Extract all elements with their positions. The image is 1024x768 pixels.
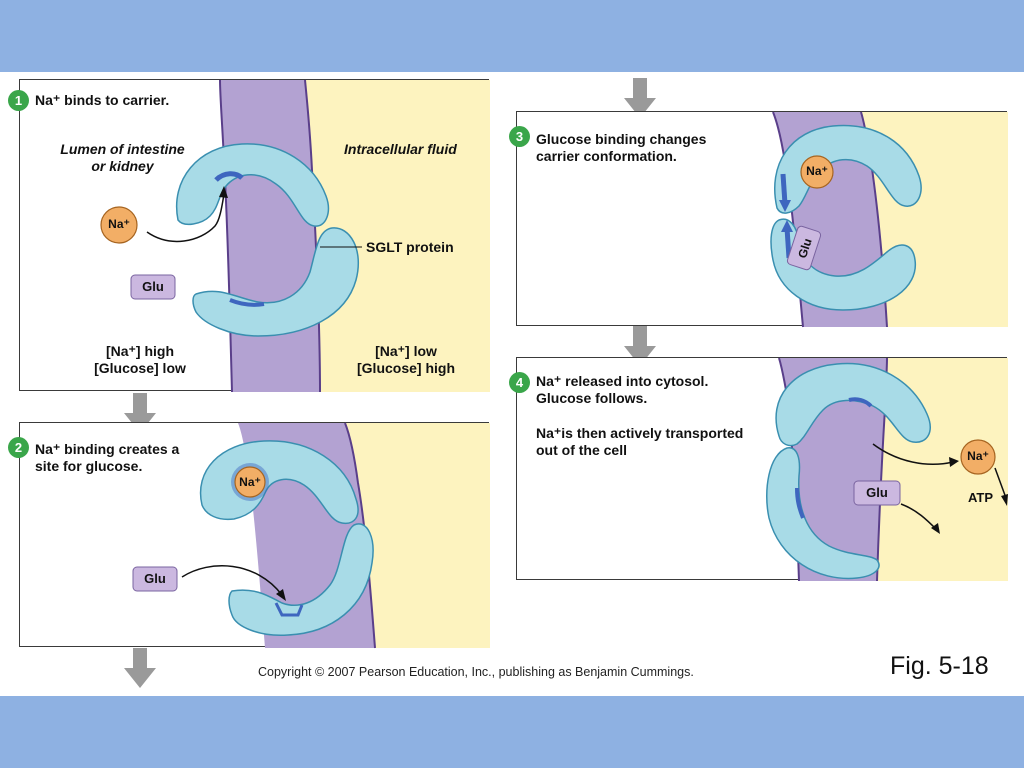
- panel4-caption: Na⁺ released into cytosol. Glucose follo…: [536, 373, 709, 406]
- glucose-label: Glu: [866, 485, 888, 500]
- panel3-caption: Glucose binding changes carrier conforma…: [536, 131, 707, 164]
- glucose-label: Glu: [142, 279, 164, 294]
- atp-label: ATP: [968, 490, 994, 505]
- flow-arrow-2-to-3: [124, 648, 156, 688]
- flow-arrow-top-right: [624, 78, 656, 118]
- figure-number: Fig. 5-18: [890, 652, 989, 680]
- panel-step-1: 1 Na⁺ binds to carrier. Lumen of intesti…: [8, 79, 490, 393]
- panel-step-4: 4 Na⁺ released into cytosol. Glucose fol…: [509, 357, 1008, 582]
- sglt-protein-label: SGLT protein: [366, 239, 454, 255]
- na-ion-label: Na⁺: [108, 217, 130, 231]
- glucose-label: Glu: [144, 571, 166, 586]
- panel4-transport-note: Na⁺is then actively transported out of t…: [536, 425, 744, 458]
- na-ion-label: Na⁺: [806, 164, 828, 178]
- bottom-band: [0, 696, 1024, 768]
- panel1-caption: Na⁺ binds to carrier.: [35, 92, 170, 108]
- panel4-illustration: [766, 357, 1008, 582]
- panel3-illustration: Glu: [770, 111, 1008, 328]
- na-ion-label: Na⁺: [239, 475, 261, 489]
- panel-step-2: 2 Na⁺ binding creates a site for glucose…: [8, 422, 490, 649]
- copyright-notice: Copyright © 2007 Pearson Education, Inc.…: [258, 665, 694, 679]
- lumen-concentrations: [Na⁺] high [Glucose] low: [94, 343, 186, 376]
- panel2-illustration: [132, 422, 490, 649]
- panel1-illustration: [100, 79, 490, 393]
- na-ion-label: Na⁺: [967, 449, 989, 463]
- cell-concentrations: [Na⁺] low [Glucose] high: [357, 343, 455, 376]
- panel2-caption: Na⁺ binding creates a site for glucose.: [35, 441, 180, 474]
- step-2-badge: 2: [8, 437, 29, 458]
- step-3-badge: 3: [509, 126, 530, 147]
- flow-arrow-3-to-4: [624, 326, 656, 366]
- panel-step-3: Glu 3 Glucose binding changes carrier co…: [509, 111, 1008, 328]
- top-band: [0, 0, 1024, 72]
- step-1-badge: 1: [8, 90, 29, 111]
- intracellular-label: Intracellular fluid: [344, 141, 457, 157]
- step-4-badge: 4: [509, 372, 530, 393]
- glucose-label: Glu: [795, 237, 814, 260]
- lumen-label: Lumen of intestine or kidney: [60, 141, 185, 174]
